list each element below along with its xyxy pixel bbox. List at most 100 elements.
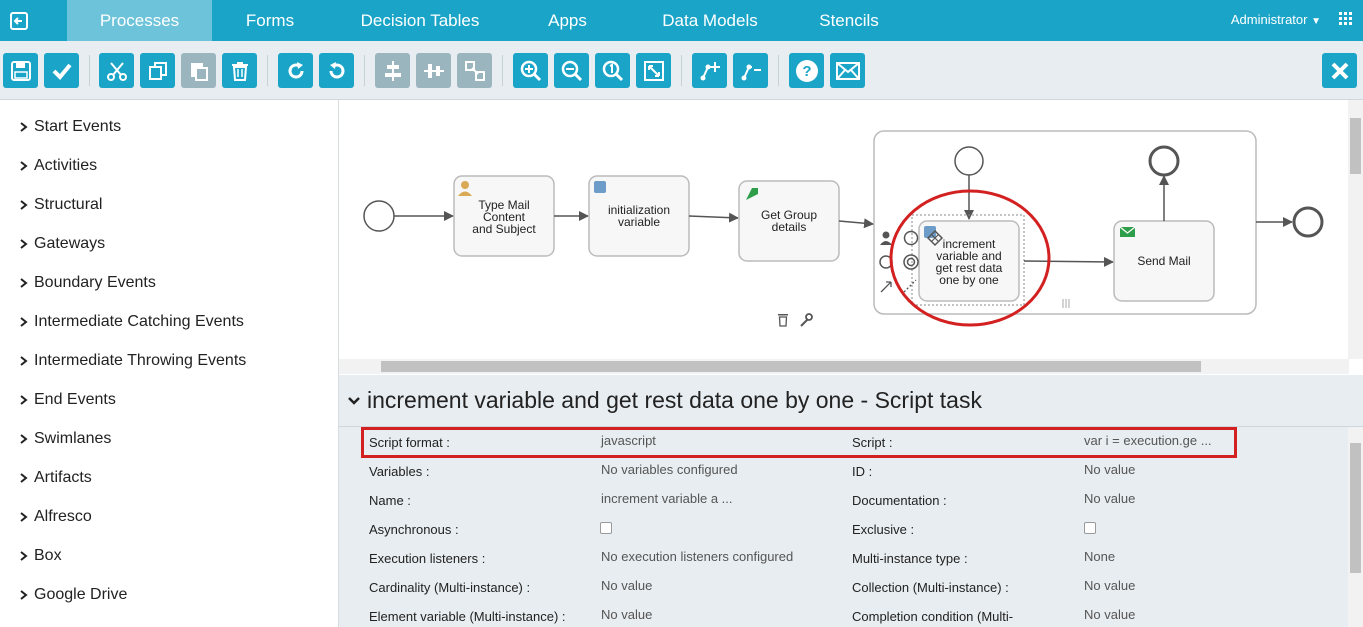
properties-title[interactable]: increment variable and get rest data one… xyxy=(347,387,982,414)
subprocess-end-event[interactable] xyxy=(1148,145,1180,177)
paste-button[interactable] xyxy=(181,53,216,88)
user-icon[interactable] xyxy=(880,231,892,246)
trash-icon[interactable] xyxy=(778,314,788,327)
align-horizontal-icon xyxy=(384,60,401,81)
palette-group-start-events[interactable]: Start Events xyxy=(20,118,121,136)
sequence-flow[interactable] xyxy=(1023,256,1114,267)
close-editor-button[interactable] xyxy=(1322,53,1357,88)
property-value[interactable]: No value xyxy=(1084,607,1136,622)
palette-group-alfresco[interactable]: Alfresco xyxy=(20,508,92,526)
scrollbar-thumb[interactable] xyxy=(381,361,1201,372)
palette-group-structural[interactable]: Structural xyxy=(20,196,102,214)
gateway-icon[interactable] xyxy=(926,229,944,247)
user-name: Administrator xyxy=(1230,12,1308,27)
back-button[interactable] xyxy=(0,0,37,41)
remove-bendpoint-button[interactable] xyxy=(733,53,768,88)
delete-button[interactable] xyxy=(222,53,257,88)
palette-group-gateways[interactable]: Gateways xyxy=(20,235,105,253)
help-button[interactable]: ? xyxy=(789,53,824,88)
chevron-right-icon xyxy=(20,122,28,132)
process-canvas[interactable]: Type Mail Content and Subject initializa… xyxy=(339,100,1363,375)
property-value[interactable]: No value xyxy=(601,578,653,593)
zoom-in-button[interactable] xyxy=(513,53,548,88)
quick-menu[interactable] xyxy=(879,229,944,293)
connector-arrow-icon[interactable] xyxy=(880,281,892,293)
property-value[interactable]: No value xyxy=(1084,491,1136,506)
palette-group-artifacts[interactable]: Artifacts xyxy=(20,469,92,487)
apps-grid-button[interactable] xyxy=(1339,12,1353,31)
property-label: Collection (Multi-instance) : xyxy=(852,580,1009,595)
property-value[interactable]: No value xyxy=(1084,578,1136,593)
property-value[interactable]: var i = execution.ge ... xyxy=(1084,433,1212,448)
scrollbar-thumb[interactable] xyxy=(1350,118,1361,174)
feedback-button[interactable] xyxy=(830,53,865,88)
zoom-actual-button[interactable] xyxy=(595,53,630,88)
association-icon[interactable] xyxy=(903,279,917,293)
end-event-icon[interactable] xyxy=(903,254,919,270)
tab-apps[interactable]: Apps xyxy=(548,10,587,30)
tab-decision-tables[interactable]: Decision Tables xyxy=(360,10,480,30)
property-value[interactable]: increment variable a ... xyxy=(601,491,733,506)
palette-group-intermediate-throwing-events[interactable]: Intermediate Throwing Events xyxy=(20,352,246,370)
redo-button[interactable] xyxy=(278,53,313,88)
validate-button[interactable] xyxy=(44,53,79,88)
property-value[interactable]: No value xyxy=(1084,462,1136,477)
chevron-right-icon xyxy=(20,161,28,171)
back-icon xyxy=(9,11,28,30)
user-menu[interactable]: Administrator ▼ xyxy=(1231,12,1321,27)
zoom-out-icon xyxy=(561,60,582,81)
palette-group-label: End Events xyxy=(34,391,116,408)
palette-group-intermediate-catching-events[interactable]: Intermediate Catching Events xyxy=(20,313,244,331)
palette-group-activities[interactable]: Activities xyxy=(20,157,97,175)
subprocess-start-event[interactable] xyxy=(954,146,984,176)
tab-stencils[interactable]: Stencils xyxy=(819,10,879,30)
undo-button[interactable] xyxy=(319,53,354,88)
grid-icon xyxy=(1339,12,1352,25)
property-label: ID : xyxy=(852,464,873,479)
property-value[interactable]: No value xyxy=(601,607,653,622)
palette-group-box[interactable]: Box xyxy=(20,547,62,565)
close-icon xyxy=(1331,62,1348,79)
palette-group-swimlanes[interactable]: Swimlanes xyxy=(20,430,111,448)
zoom-out-button[interactable] xyxy=(554,53,589,88)
wrench-icon[interactable] xyxy=(800,313,813,327)
event-circle-icon[interactable] xyxy=(903,230,919,246)
canvas-vertical-scrollbar[interactable] xyxy=(1348,100,1363,359)
properties-vertical-scrollbar[interactable] xyxy=(1348,427,1363,627)
palette-group-boundary-events[interactable]: Boundary Events xyxy=(20,274,156,292)
task-label-line: variable and xyxy=(936,249,1001,263)
exclusive-checkbox[interactable] xyxy=(1084,522,1096,534)
copy-button[interactable] xyxy=(140,53,175,88)
selected-script-task-box[interactable] xyxy=(918,220,1020,302)
palette-group-google-drive[interactable]: Google Drive xyxy=(20,586,127,604)
align-vertical-button[interactable] xyxy=(416,53,451,88)
tab-data-models[interactable]: Data Models xyxy=(662,10,758,30)
property-value[interactable]: No execution listeners configured xyxy=(601,549,794,564)
start-event[interactable] xyxy=(363,200,395,232)
property-label: Execution listeners : xyxy=(369,551,486,566)
asynchronous-checkbox[interactable] xyxy=(600,522,612,534)
zoom-fit-button[interactable] xyxy=(636,53,671,88)
end-event[interactable] xyxy=(1292,206,1324,238)
checkmark-icon xyxy=(52,63,72,80)
property-value[interactable]: javascript xyxy=(601,433,656,448)
toolbar-divider xyxy=(89,55,90,86)
redo-icon xyxy=(288,61,303,78)
copy-icon xyxy=(148,61,167,80)
sequence-flow[interactable] xyxy=(838,218,874,229)
resize-handle-icon[interactable] xyxy=(1062,299,1070,308)
save-button[interactable] xyxy=(3,53,38,88)
same-size-button[interactable] xyxy=(457,53,492,88)
cut-button[interactable] xyxy=(99,53,134,88)
canvas-horizontal-scrollbar[interactable] xyxy=(339,359,1349,374)
tab-processes[interactable]: Processes xyxy=(67,0,212,41)
add-bendpoint-button[interactable] xyxy=(692,53,727,88)
property-value[interactable]: None xyxy=(1084,549,1116,564)
align-horizontal-button[interactable] xyxy=(375,53,410,88)
palette-group-end-events[interactable]: End Events xyxy=(20,391,116,409)
property-value[interactable]: No variables configured xyxy=(601,462,738,477)
chevron-right-icon xyxy=(20,512,28,522)
tab-forms[interactable]: Forms xyxy=(245,10,295,30)
sequence-flow[interactable] xyxy=(688,212,739,223)
scrollbar-thumb[interactable] xyxy=(1350,443,1361,573)
